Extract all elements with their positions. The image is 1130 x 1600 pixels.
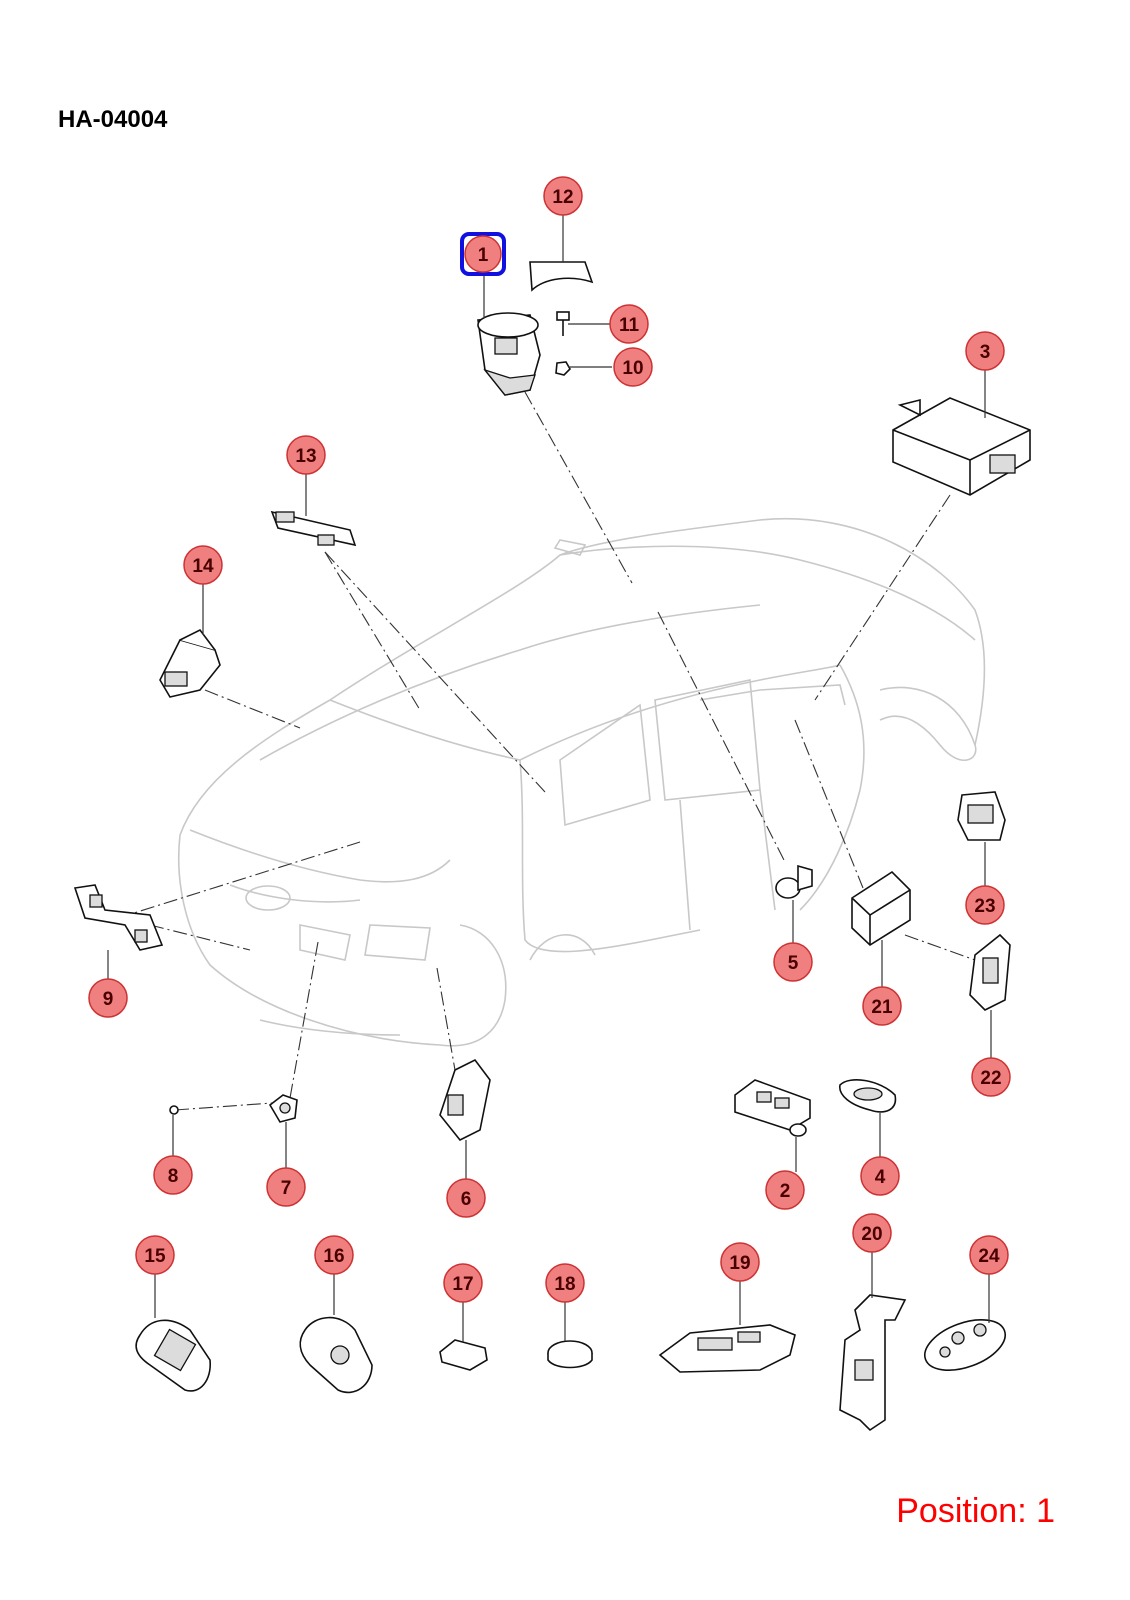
callout-13-label: 13 <box>295 446 316 467</box>
part-sensor-7[interactable] <box>268 1094 298 1123</box>
part-bolt-11[interactable] <box>556 311 570 336</box>
callout-4[interactable]: 4 <box>860 1156 900 1196</box>
part-remote-16[interactable] <box>299 1316 373 1394</box>
callout-16-label: 16 <box>323 1246 344 1267</box>
diagram-code-title: HA-04004 <box>58 106 168 133</box>
callout-4-label: 4 <box>875 1167 886 1188</box>
callout-14-label: 14 <box>192 556 214 577</box>
callout-15-label: 15 <box>144 1246 166 1267</box>
callout-11[interactable]: 11 <box>609 304 649 344</box>
callout-22[interactable]: 22 <box>971 1057 1011 1097</box>
part-coil-23[interactable] <box>957 791 1006 841</box>
callout-20-label: 20 <box>861 1224 882 1245</box>
car-outline <box>177 518 986 1047</box>
callout-20[interactable]: 20 <box>852 1213 892 1253</box>
callout-21[interactable]: 21 <box>862 986 902 1026</box>
part-antenna-module-14[interactable] <box>159 628 221 698</box>
callout-17[interactable]: 17 <box>443 1263 483 1303</box>
dash-dot-connectors <box>117 391 976 1111</box>
callout-10[interactable]: 10 <box>613 347 653 387</box>
callout-2-label: 2 <box>780 1181 791 1202</box>
callout-3-label: 3 <box>980 342 991 363</box>
callout-21-label: 21 <box>871 997 893 1018</box>
part-fob-24[interactable] <box>918 1310 1012 1380</box>
callout-19-label: 19 <box>729 1253 750 1274</box>
callout-19[interactable]: 19 <box>720 1242 760 1282</box>
part-screw-8[interactable] <box>169 1105 179 1115</box>
part-switch-5[interactable] <box>775 864 813 899</box>
part-nut-10[interactable] <box>555 361 571 376</box>
callout-11-label: 11 <box>619 315 640 336</box>
callout-2[interactable]: 2 <box>765 1170 805 1210</box>
callout-5-label: 5 <box>788 953 799 974</box>
callout-8[interactable]: 8 <box>153 1155 193 1195</box>
part-key-fob-4[interactable] <box>839 1079 897 1113</box>
callout-13[interactable]: 13 <box>286 435 326 475</box>
callout-12-label: 12 <box>552 187 573 208</box>
callout-1[interactable]: 1 <box>464 235 502 273</box>
callout-17-label: 17 <box>452 1274 473 1295</box>
callout-6-label: 6 <box>461 1189 472 1210</box>
callout-9-label: 9 <box>103 989 114 1010</box>
part-antenna-13[interactable] <box>270 510 357 547</box>
callout-6[interactable]: 6 <box>446 1178 486 1218</box>
callout-12[interactable]: 12 <box>543 176 583 216</box>
part-chip-17[interactable] <box>439 1339 488 1371</box>
part-key-blade-19[interactable] <box>658 1324 796 1373</box>
part-ignition-module[interactable] <box>477 312 541 396</box>
callout-9[interactable]: 9 <box>88 978 128 1018</box>
callout-24[interactable]: 24 <box>969 1235 1009 1275</box>
callout-8-label: 8 <box>168 1166 179 1187</box>
callout-18-label: 18 <box>554 1274 575 1295</box>
callout-5[interactable]: 5 <box>773 942 813 982</box>
callout-24-label: 24 <box>978 1246 1000 1267</box>
part-bracket-20[interactable] <box>839 1294 907 1432</box>
selected-callout-outline <box>460 232 506 276</box>
part-remote-15[interactable] <box>135 1319 211 1392</box>
part-control-module-3[interactable] <box>892 397 1031 496</box>
callout-badges: 1 2 3 4 5 6 7 8 9 10 11 12 13 14 15 16 1… <box>88 176 1011 1303</box>
callout-7[interactable]: 7 <box>266 1167 306 1207</box>
position-indicator: Position: 1 <box>896 1492 1055 1530</box>
callout-14[interactable]: 14 <box>183 545 223 585</box>
callout-3[interactable]: 3 <box>965 331 1005 371</box>
part-bracket-9[interactable] <box>73 884 164 951</box>
callout-leaders <box>107 214 992 1342</box>
part-cover-12[interactable] <box>529 261 594 292</box>
callout-15[interactable]: 15 <box>135 1235 175 1275</box>
callout-7-label: 7 <box>281 1178 292 1199</box>
callout-22-label: 22 <box>980 1068 1001 1089</box>
callout-1-label: 1 <box>478 245 489 266</box>
callout-16[interactable]: 16 <box>314 1235 354 1275</box>
callout-23[interactable]: 23 <box>965 885 1005 925</box>
part-receiver-21[interactable] <box>851 870 911 947</box>
part-key-fob-2[interactable] <box>734 1079 811 1137</box>
part-bracket-22[interactable] <box>969 933 1011 1011</box>
part-bracket-6[interactable] <box>439 1058 491 1142</box>
callout-10-label: 10 <box>622 358 643 379</box>
callout-18[interactable]: 18 <box>545 1263 585 1303</box>
callout-23-label: 23 <box>974 896 995 917</box>
part-battery-18[interactable] <box>547 1340 593 1369</box>
